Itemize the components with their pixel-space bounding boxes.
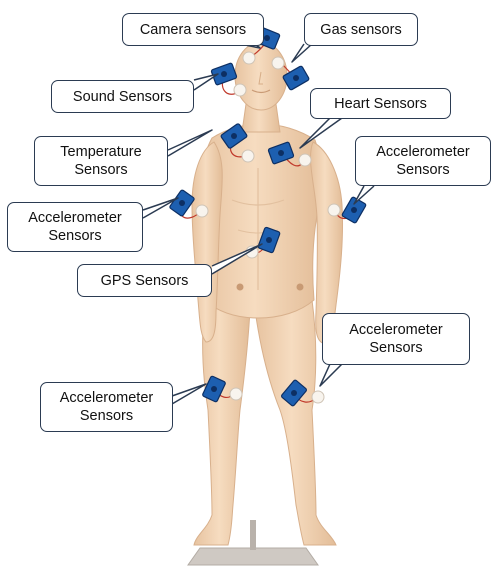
- sound-sensor-board: [211, 63, 237, 86]
- accelerometer-sensors-left-knee-callout: Accelerometer Sensors: [40, 382, 173, 432]
- mannequin-legs: [194, 300, 336, 545]
- accelerometer-sensors-left-arm-callout: Accelerometer Sensors: [355, 136, 491, 186]
- gps-sensors-callout: GPS Sensors: [77, 264, 212, 297]
- accelerometer-right-arm-board: [169, 189, 195, 216]
- gas-sensors-callout: Gas sensors: [304, 13, 418, 46]
- sound-sensors-callout: Sound Sensors: [51, 80, 194, 113]
- accelerometer-sensors-right-arm-callout: Accelerometer Sensors: [7, 202, 143, 252]
- accelerometer-sensors-right-knee-callout: Accelerometer Sensors: [322, 313, 470, 365]
- heart-sensors-callout: Heart Sensors: [310, 88, 451, 119]
- camera-sensors-callout: Camera sensors: [122, 13, 264, 46]
- accelerometer-left-arm-board: [342, 196, 367, 223]
- temperature-sensors-callout: Temperature Sensors: [34, 136, 168, 186]
